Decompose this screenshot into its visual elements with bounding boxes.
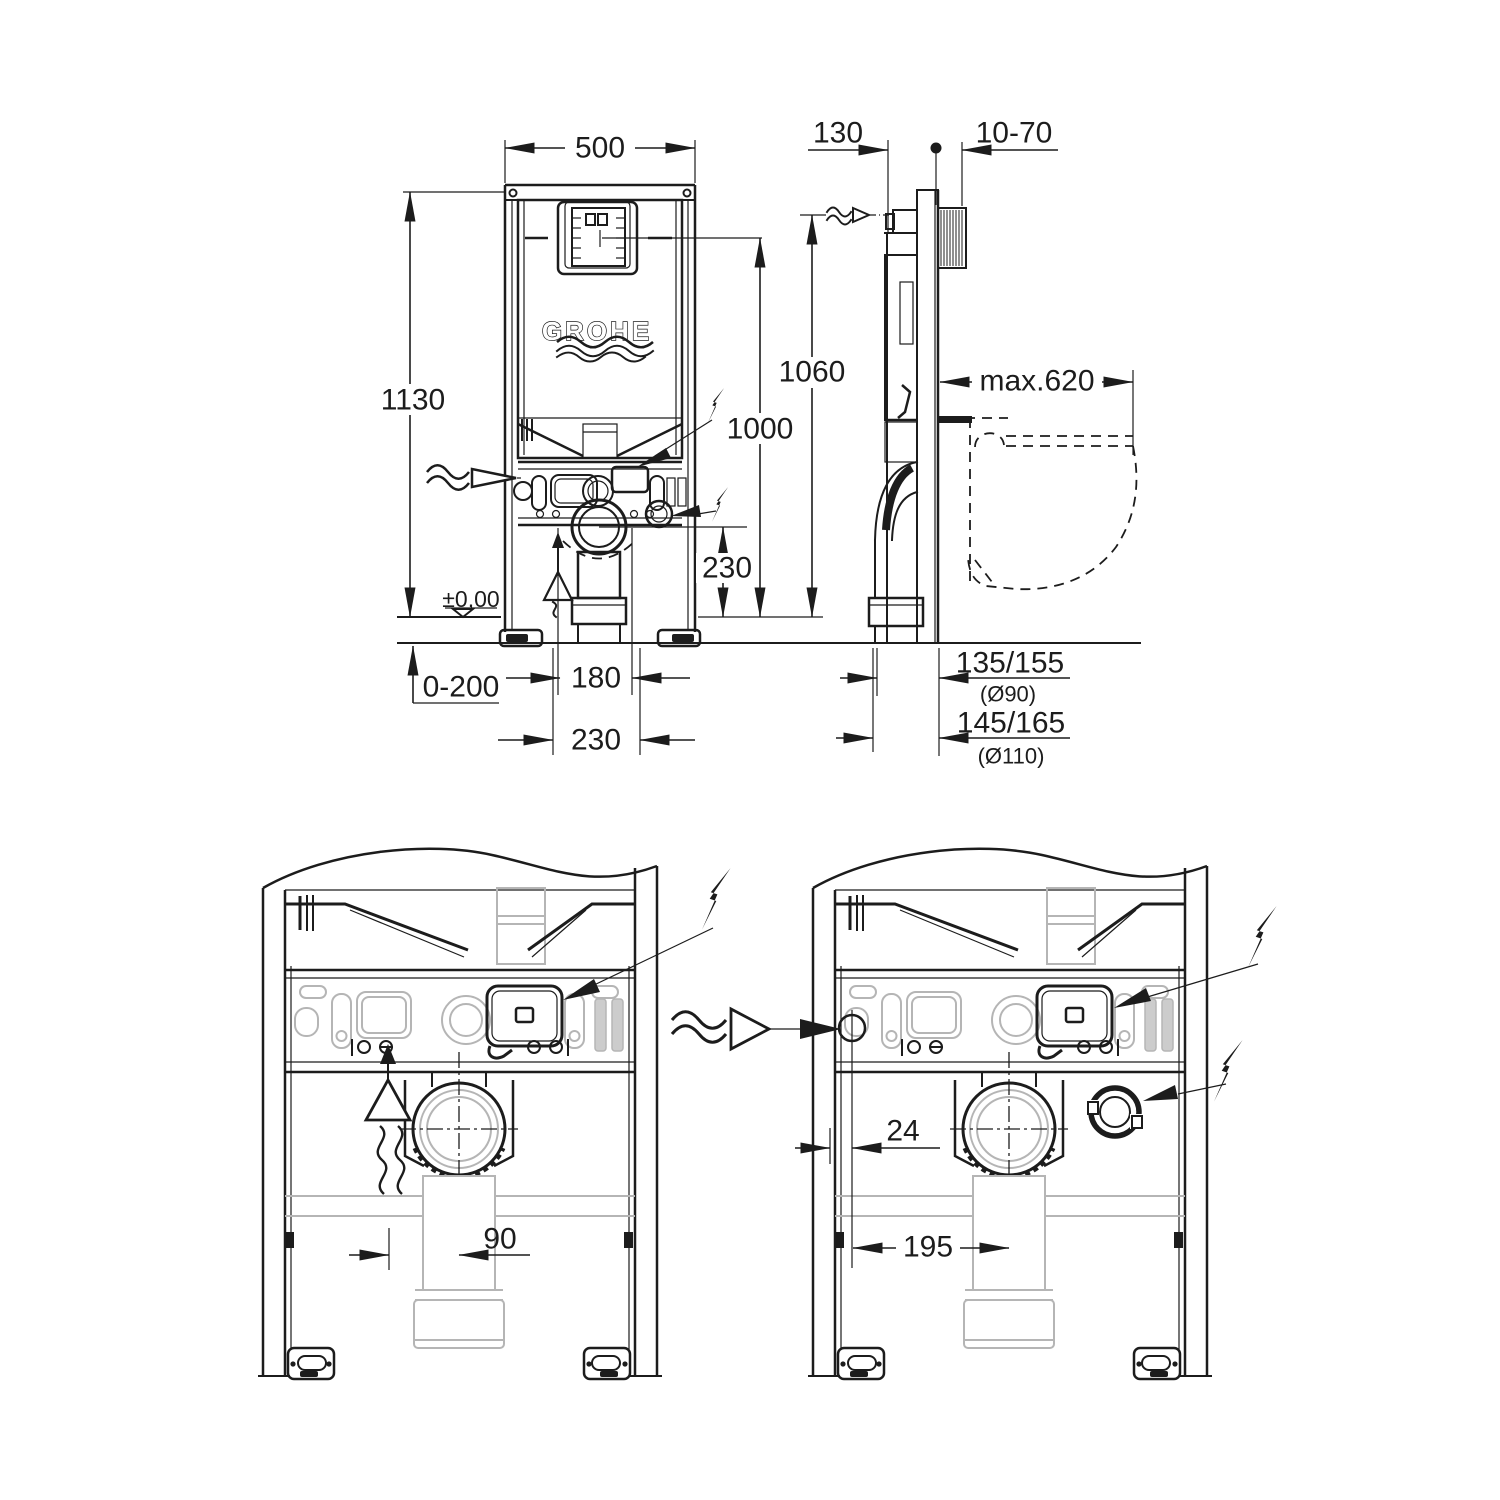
frame-structure — [503, 183, 697, 632]
dim-supply-180: 180 — [506, 528, 690, 695]
dim-label: 1000 — [727, 413, 794, 446]
dim-label: 500 — [575, 132, 625, 165]
dim-wall-finish-10-70: 10-70 — [961, 117, 1058, 206]
water-supply-icon-side — [800, 206, 890, 226]
electrical-socket-ring — [1086, 1085, 1144, 1139]
dim-note: (Ø90) — [980, 682, 1036, 707]
dim-height-1130: 1130 — [374, 191, 505, 618]
frame-detail-drawing — [809, 849, 1211, 1379]
toilet-bracket — [938, 416, 972, 423]
electrical-socket-outlet — [644, 499, 674, 529]
dim-label: 90 — [483, 1223, 516, 1256]
detail-view-bottom-left: 90 — [259, 849, 731, 1379]
dim-label: 180 — [571, 662, 621, 695]
connection-band — [513, 460, 687, 527]
dim-label: 1060 — [779, 356, 846, 389]
dim-outlet-230: 230 — [599, 526, 758, 618]
drain-outlet — [562, 498, 636, 643]
dim-drain-230: 230 — [498, 648, 695, 757]
tile-thickness-block — [937, 207, 967, 269]
dim-floor-buildup: 0-200 — [407, 645, 500, 704]
dim-label: 24 — [886, 1115, 919, 1148]
dim-note: (Ø110) — [978, 744, 1045, 769]
lightning-icon-socket — [671, 487, 729, 522]
electrical-connector-box — [610, 465, 650, 494]
supply-inlet-hole — [837, 1010, 867, 1268]
vent-icon-large — [363, 1044, 413, 1195]
dim-frame-depth-130: 130 — [808, 117, 942, 232]
side-view: 130 10-70 1060 max.620 135/155 (Ø90) 145… — [773, 117, 1138, 769]
dim-label: 230 — [571, 724, 621, 757]
frame-detail-drawing — [259, 849, 661, 1379]
dim-height-1060: 1060 — [773, 214, 851, 618]
side-drain-pipe — [867, 421, 925, 644]
water-supply-icon — [426, 464, 523, 491]
dim-label: 10-70 — [976, 117, 1053, 150]
grohe-logo: GROHE — [541, 315, 655, 363]
dim-drain-195: 195 — [852, 1231, 1010, 1264]
floor-level-marker: ±0,00 — [442, 586, 500, 619]
dim-label: 130 — [813, 117, 863, 150]
lightning-icon-flush-connector — [637, 388, 725, 467]
lightning-icon-socket-right — [1143, 1040, 1243, 1102]
detail-view-bottom-right: 24 195 — [670, 849, 1277, 1379]
dim-drain-145-165: 145/165 (Ø110) — [836, 707, 1070, 769]
dim-inlet-24: 24 — [795, 1115, 940, 1164]
dim-height-1000: 1000 — [602, 237, 799, 618]
dim-vent-90: 90 — [349, 1223, 530, 1270]
side-frame-profile — [884, 189, 940, 644]
front-view: GROHE — [374, 132, 1141, 757]
lightning-icon-connector-right — [1114, 906, 1277, 1008]
dim-max-620: max.620 — [939, 365, 1134, 455]
dim-label: 230 — [702, 552, 752, 585]
dim-drain-135-155: 135/155 (Ø90) — [840, 647, 1070, 756]
dim-label: 135/155 — [956, 647, 1064, 680]
connector-icon — [585, 213, 608, 226]
frame-feet — [498, 628, 702, 648]
dim-label: 195 — [903, 1231, 953, 1264]
dim-label: 0-200 — [423, 671, 500, 704]
lightning-icon-connector-left — [563, 868, 731, 1000]
toilet-outline-dashed — [965, 417, 1138, 591]
tank-funnel — [517, 417, 683, 459]
water-supply-icon-bottom — [670, 1006, 841, 1052]
dim-label: 1130 — [381, 384, 446, 417]
dim-width-500: 500 — [504, 132, 696, 183]
water-inlet-port — [513, 481, 533, 501]
dim-label: max.620 — [979, 365, 1094, 398]
dim-label: 145/165 — [957, 707, 1065, 740]
